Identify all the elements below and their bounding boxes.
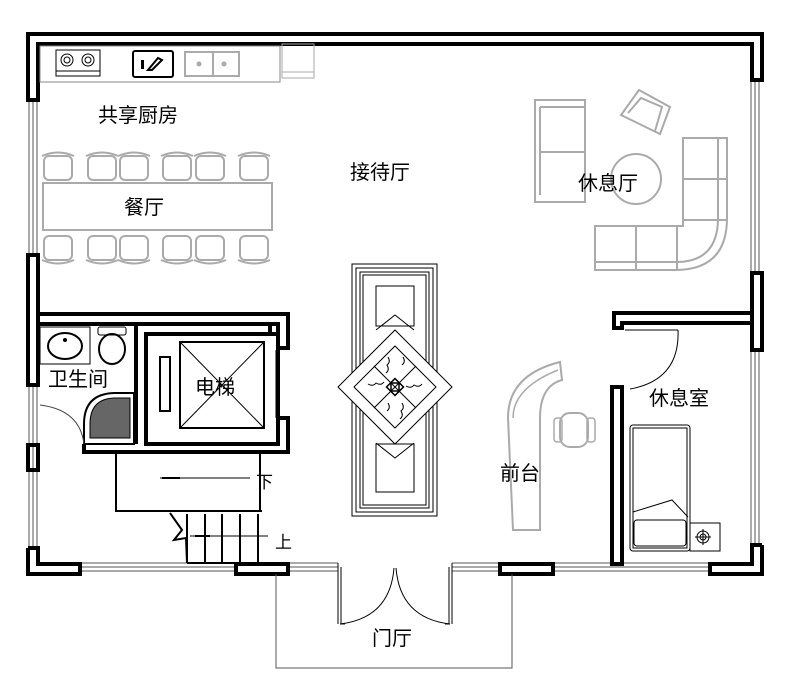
rest-room-door [625,329,679,390]
dining-chair-back [85,151,119,157]
front-desk [506,360,564,531]
dining-chair-back [193,151,227,157]
elevator-shaft [159,341,277,429]
dining-chair-back [160,151,194,157]
coffee-table [610,153,662,205]
dining-chair [87,235,117,261]
dining-chair-back [160,259,194,265]
dining-chair [239,235,269,261]
dining-table [42,182,273,231]
dining-chair-back [237,259,271,265]
label-dining: 餐厅 [124,195,164,219]
label-elevator: 电梯 [195,375,235,399]
dining-chair-back [117,151,151,157]
bathroom-door [39,404,85,445]
lounge-armchair [619,88,672,136]
washbasin [39,326,91,365]
dining-chair-back [41,259,75,265]
label-stairs-up: 上 [275,533,292,553]
carpet [337,263,453,517]
dining-chairs-top [41,151,271,181]
cooktop-icon [132,50,174,78]
kitchen-counter [39,43,315,83]
dining-chair-back [193,259,227,265]
label-bathroom: 卫生间 [48,367,108,391]
dining-chair-back [117,259,151,265]
bed [629,424,691,552]
stove-icon [55,49,101,77]
interior-walls [38,311,754,566]
dining-chair [119,235,149,261]
label-foyer: 门厅 [372,626,412,650]
staircase [115,452,268,564]
shower-tray [83,392,135,445]
label-rest-room: 休息室 [649,386,709,410]
lounge-sectional-sofa [594,137,728,271]
label-reception: 接待厅 [350,160,410,184]
dining-chair [195,235,225,261]
dining-chair-back [41,151,75,157]
dining-chair [162,235,192,261]
label-kitchen: 共享厨房 [98,103,178,127]
foyer [275,563,513,669]
dining-chairs-bottom [41,235,271,265]
lounge-sofa-left [534,99,586,203]
dining-chair [162,155,192,181]
label-lounge: 休息厅 [578,171,638,195]
dining-chair [119,155,149,181]
dining-chair-back [85,259,119,265]
dining-chair [43,155,73,181]
toilet [97,326,127,365]
dining-chair [87,155,117,181]
exterior-walls [26,32,764,576]
sink-icon [184,51,240,77]
dining-chair [43,235,73,261]
label-front-desk: 前台 [500,461,540,485]
desk-chair [553,412,596,448]
dining-chair [239,155,269,181]
dining-chair [195,155,225,181]
nightstand [689,522,721,552]
room-labels: 共享厨房 餐厅 接待厅 休息厅 卫生间 电梯 前台 休息室 门厅 下 上 [48,103,709,650]
dining-chair-back [237,151,271,157]
label-stairs-down: 下 [256,473,273,493]
